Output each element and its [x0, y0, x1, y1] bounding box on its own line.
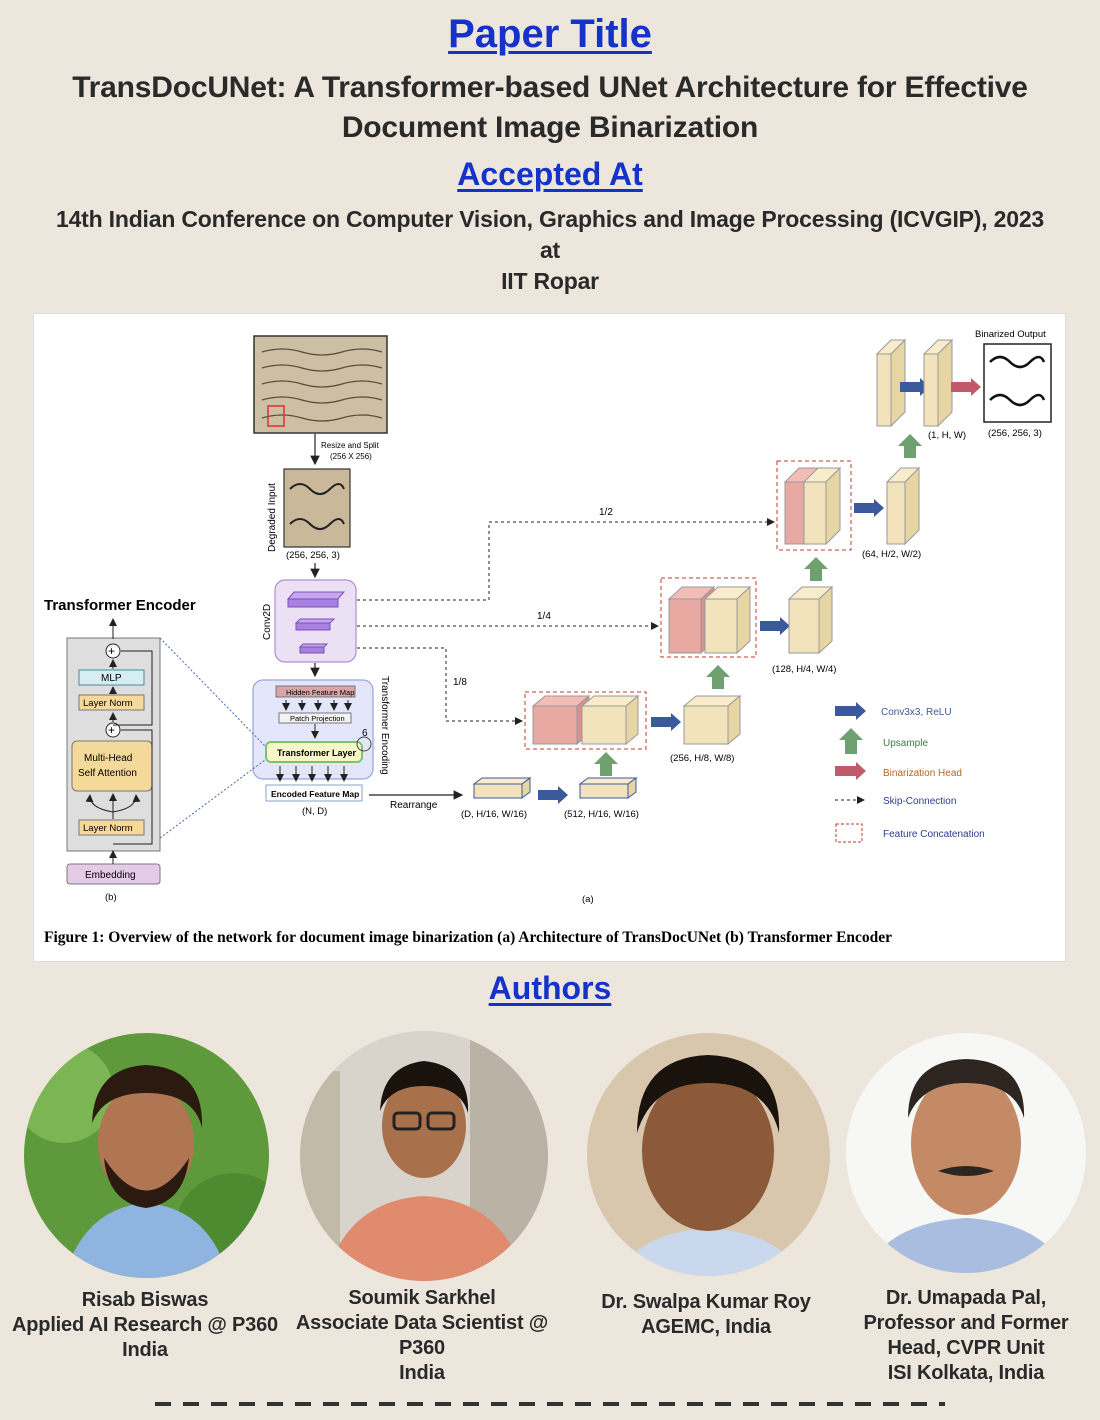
conference-venue: IIT Ropar: [501, 268, 599, 294]
architecture-diagram: Resize and Split (256 X 256) Degraded In…: [44, 329, 1052, 946]
author-name: Soumik Sarkhel: [348, 1287, 496, 1309]
legend-upsample: Upsample: [883, 738, 928, 749]
te-layer-norm-top: Layer Norm: [83, 698, 133, 709]
legend: Conv3x3, ReLU Upsample Binarization Head…: [835, 702, 985, 843]
label-a: (a): [582, 894, 594, 905]
degraded-input-label: Degraded Input: [267, 483, 278, 552]
nd-label: (N, D): [302, 806, 327, 817]
paper-title-line1: TransDocUNet: A Transformer-based UNet A…: [72, 71, 1028, 104]
te-mlp: MLP: [101, 673, 122, 684]
author-photo-risab: [24, 1033, 269, 1278]
legend-bin-head: Binarization Head: [883, 768, 962, 779]
conference-name: 14th Indian Conference on Computer Visio…: [55, 206, 1045, 232]
author-card-risab: Risab Biswas Applied AI Research @ P360 …: [0, 1288, 290, 1363]
binarized-output-image: [983, 343, 1052, 423]
degraded-input-patch: [283, 468, 351, 548]
d-h16-label: (D, H/16, W/16): [461, 809, 527, 820]
paper-title-line2: Document Image Binarization: [341, 111, 759, 144]
author-card-soumik: Soumik Sarkhel Associate Data Scientist …: [272, 1286, 572, 1386]
rearrange-label: Rearrange: [390, 800, 438, 811]
input-shape-label: (256, 256, 3): [286, 550, 340, 561]
author-affiliation: Applied AI Research @ P360: [12, 1314, 278, 1336]
legend-skip: Skip-Connection: [883, 796, 956, 807]
author-card-swalpa: Dr. Swalpa Kumar Roy AGEMC, India: [575, 1290, 837, 1340]
hidden-feature-map-label: Hidden Feature Map: [286, 688, 354, 697]
paper-title-heading[interactable]: Paper Title: [448, 12, 652, 56]
skip-quarter-label: 1/4: [537, 611, 551, 622]
resize-split-label: Resize and Split: [321, 441, 380, 450]
c64-label: (64, H/2, W/2): [862, 549, 921, 560]
document-image: [253, 335, 388, 434]
author-affiliation-2: Head, CVPR Unit: [887, 1337, 1045, 1359]
patch-projection-label: Patch Projection: [290, 714, 345, 723]
author-photo-soumik: [300, 1031, 548, 1281]
author-name: Dr. Umapada Pal,: [885, 1287, 1047, 1309]
figure-caption: Figure 1: Overview of the network for do…: [44, 929, 892, 946]
resize-dims-label: (256 X 256): [330, 452, 372, 461]
author-card-umapada: Dr. Umapada Pal, Professor and Former He…: [846, 1286, 1086, 1386]
c512-label: (512, H/16, W/16): [564, 809, 639, 820]
te-embedding: Embedding: [85, 870, 136, 881]
te-mhsa-2: Self Attention: [78, 768, 137, 779]
c128-label: (128, H/4, W/4): [772, 664, 836, 675]
te-mhsa-1: Multi-Head: [84, 753, 132, 764]
author-country: ISI Kolkata, India: [887, 1362, 1045, 1384]
conference-at: at: [539, 237, 561, 263]
author-affiliation: Professor and Former: [863, 1312, 1069, 1334]
author-name: Risab Biswas: [81, 1289, 209, 1311]
c256-label: (256, H/8, W/8): [670, 753, 734, 764]
authors-heading[interactable]: Authors: [488, 970, 612, 1006]
skip-eighth-label: 1/8: [453, 677, 467, 688]
section-divider: [155, 1402, 945, 1406]
author-country: India: [122, 1339, 168, 1361]
transformer-layer-label: Transformer Layer: [277, 748, 357, 758]
architecture-figure: Resize and Split (256 X 256) Degraded In…: [33, 313, 1066, 962]
author-name: Dr. Swalpa Kumar Roy: [601, 1291, 811, 1313]
legend-concat: Feature Concatenation: [883, 829, 985, 840]
accepted-heading[interactable]: Accepted At: [457, 156, 643, 192]
author-country: India: [399, 1362, 445, 1384]
c1-label: (1, H, W): [928, 430, 966, 441]
svg-text:+: +: [108, 723, 115, 737]
svg-text:+: +: [108, 644, 115, 658]
te-title: Transformer Encoder: [44, 597, 196, 614]
author-affiliation: Associate Data Scientist @ P360: [295, 1312, 549, 1359]
author-photo-umapada: [846, 1033, 1086, 1273]
encoded-feature-map-label: Encoded Feature Map: [271, 789, 359, 799]
repeat-label: 6: [362, 728, 368, 739]
skip-half-label: 1/2: [599, 507, 613, 518]
output-shape-label: (256, 256, 3): [988, 428, 1042, 439]
label-b: (b): [105, 892, 117, 903]
te-layer-norm-bottom: Layer Norm: [83, 823, 133, 834]
legend-conv: Conv3x3, ReLU: [881, 707, 952, 718]
transformer-encoding-label: Transformer Encoding: [379, 676, 390, 775]
author-photo-swalpa: [587, 1033, 830, 1276]
binarized-output-label: Binarized Output: [975, 329, 1046, 340]
conv2d-label: Conv2D: [262, 604, 273, 640]
author-affiliation: AGEMC, India: [641, 1316, 771, 1338]
